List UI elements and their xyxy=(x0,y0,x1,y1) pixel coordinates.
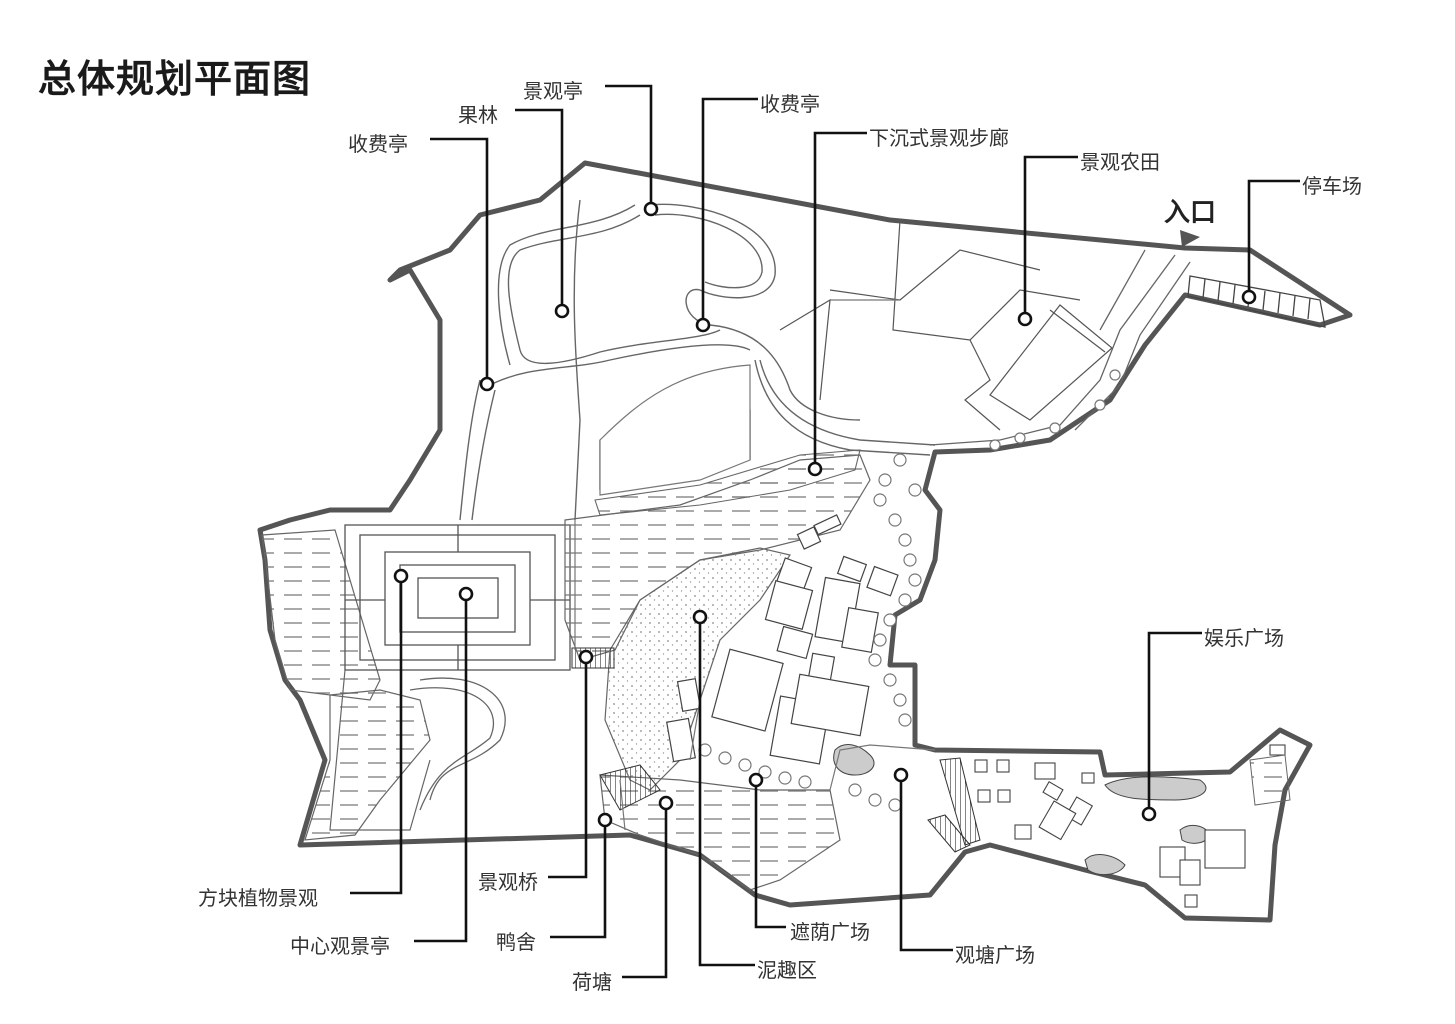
label-duck-house: 鸭舍 xyxy=(496,930,536,954)
plaza-elements xyxy=(974,744,1286,908)
label-toll-booth-north: 收费亭 xyxy=(760,92,820,116)
label-entertainment-plaza: 娱乐广场 xyxy=(1204,626,1284,650)
label-square-plants: 方块植物景观 xyxy=(198,886,318,910)
building-cluster xyxy=(665,514,899,765)
label-farmland: 景观农田 xyxy=(1080,150,1160,174)
label-orchard: 果林 xyxy=(458,103,498,127)
label-lotus-pond: 荷塘 xyxy=(572,970,612,994)
label-parking: 停车场 xyxy=(1302,174,1362,198)
map-title: 总体规划平面图 xyxy=(38,57,312,101)
label-toll-booth-west: 收费亭 xyxy=(348,132,408,156)
label-central-pavilion: 中心观景亭 xyxy=(290,934,390,958)
label-landscape-pavilion: 景观亭 xyxy=(523,79,583,103)
label-sunken-corridor: 下沉式景观步廊 xyxy=(869,126,1009,150)
location-markers xyxy=(393,201,1257,828)
tree-row xyxy=(698,369,1121,812)
leader-lines xyxy=(350,84,1300,979)
label-mud-area: 泥趣区 xyxy=(757,958,817,982)
label-shade-plaza: 遮荫广场 xyxy=(790,920,870,944)
label-pond-view-plaza: 观塘广场 xyxy=(955,943,1035,967)
entrance-label: 入口 xyxy=(1164,198,1217,228)
shrub-clusters xyxy=(833,744,1211,876)
label-landscape-bridge: 景观桥 xyxy=(478,870,538,894)
